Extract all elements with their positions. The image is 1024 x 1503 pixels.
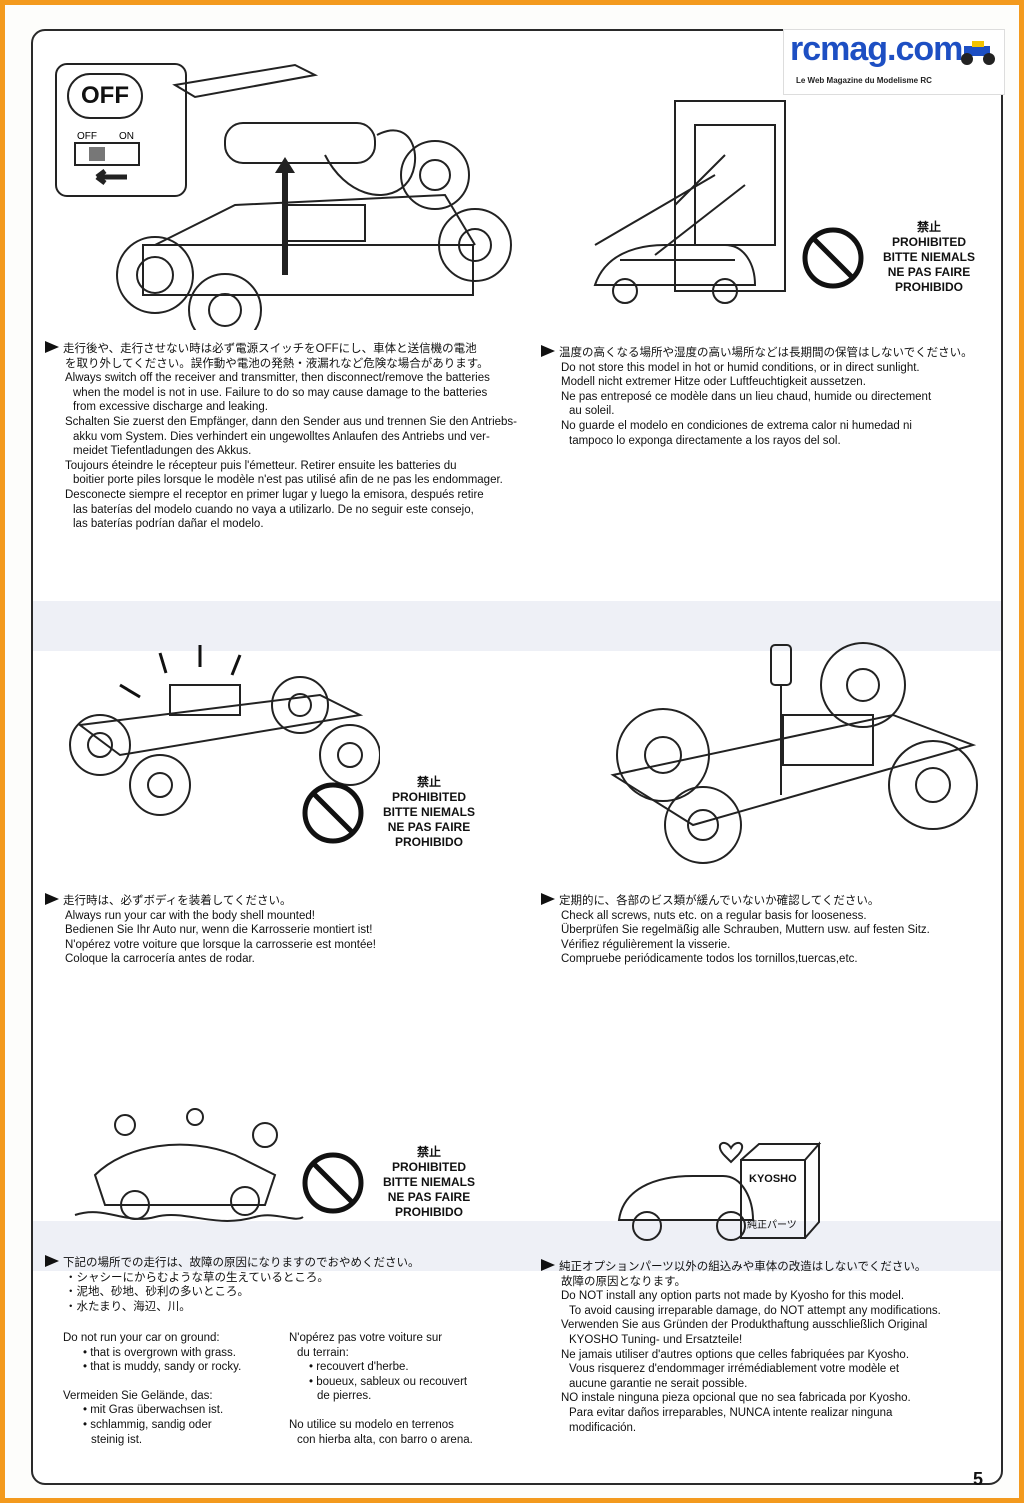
screw-check-illustration [610, 642, 978, 864]
arrow-bullet-icon [541, 1259, 555, 1271]
arrow-bullet-icon [541, 893, 555, 905]
genuine-parts-section: 純正オプションパーツ以外の組込みや車体の改造はしないでください。 故障の原因とな… [541, 1259, 941, 1435]
screws-section: 定期的に、各部のビス類が緩んでいないか確認してください。 Check all s… [541, 893, 930, 967]
switch-off-panel: OFF OFF ON [55, 63, 187, 197]
switch-off-text: OFF [77, 131, 97, 142]
prohibited-icon [302, 782, 364, 844]
car-in-mud-illustration [74, 1108, 304, 1222]
genuine-parts-label: 純正パーツ [747, 1218, 797, 1231]
battery-removal-illustration [116, 63, 512, 330]
arrow-bullet-icon [541, 345, 555, 357]
rcmag-logo: rcmag.com Le Web Magazine du Modelisme R… [783, 29, 1005, 95]
body-shell-section: 走行時は、必ずボディを装着してください。 Always run your car… [45, 893, 376, 967]
genuine-parts-illustration: KYOSHO 純正パーツ [617, 1141, 822, 1241]
storage-section: 温度の高くなる場所や湿度の高い場所などは長期間の保管はしないでください。 Do … [541, 345, 973, 448]
buggy-logo-icon [961, 41, 995, 65]
terrain-fr-es: N'opérez pas votre voiture sur du terrai… [289, 1332, 473, 1446]
prohibited-icon [802, 227, 864, 289]
faded-section-band [33, 601, 1001, 651]
arrow-bullet-icon [45, 893, 59, 905]
wheel-icon [116, 140, 512, 330]
logo-name: rcmag.com [790, 30, 963, 68]
kyosho-brand: KYOSHO [749, 1173, 797, 1185]
faded-section-band [33, 1221, 1001, 1271]
power-switch-icon: OFF ON [74, 131, 140, 185]
arrow-bullet-icon [45, 341, 59, 353]
prohibited-notice: 禁止 PROHIBITED BITTE NIEMALS NE PAS FAIRE… [301, 775, 541, 861]
page-number: 5 [973, 1469, 984, 1489]
switch-on-text: ON [119, 131, 134, 142]
off-bubble: OFF [67, 73, 143, 119]
switch-off-section: 走行後や、走行させない時は必ず電源スイッチをOFFにし、車体と送信機の電池 を取… [45, 341, 517, 532]
prohibited-notice: 禁止 PROHIBITED BITTE NIEMALS NE PAS FAIRE… [801, 220, 1019, 306]
terrain-section: 下記の場所での走行は、故障の原因になりますのでおやめください。 ・シャシーにから… [45, 1255, 420, 1314]
prohibited-icon [302, 1152, 364, 1214]
chassis-without-body-illustration [69, 645, 380, 816]
prohibited-notice: 禁止 PROHIBITED BITTE NIEMALS NE PAS FAIRE… [301, 1145, 541, 1231]
arrow-bullet-icon [45, 1255, 59, 1267]
car-in-sunlight-illustration [593, 100, 786, 304]
logo-tagline: Le Web Magazine du Modelisme RC [796, 76, 932, 85]
terrain-en-de: Do not run your car on ground: • that is… [63, 1332, 242, 1446]
